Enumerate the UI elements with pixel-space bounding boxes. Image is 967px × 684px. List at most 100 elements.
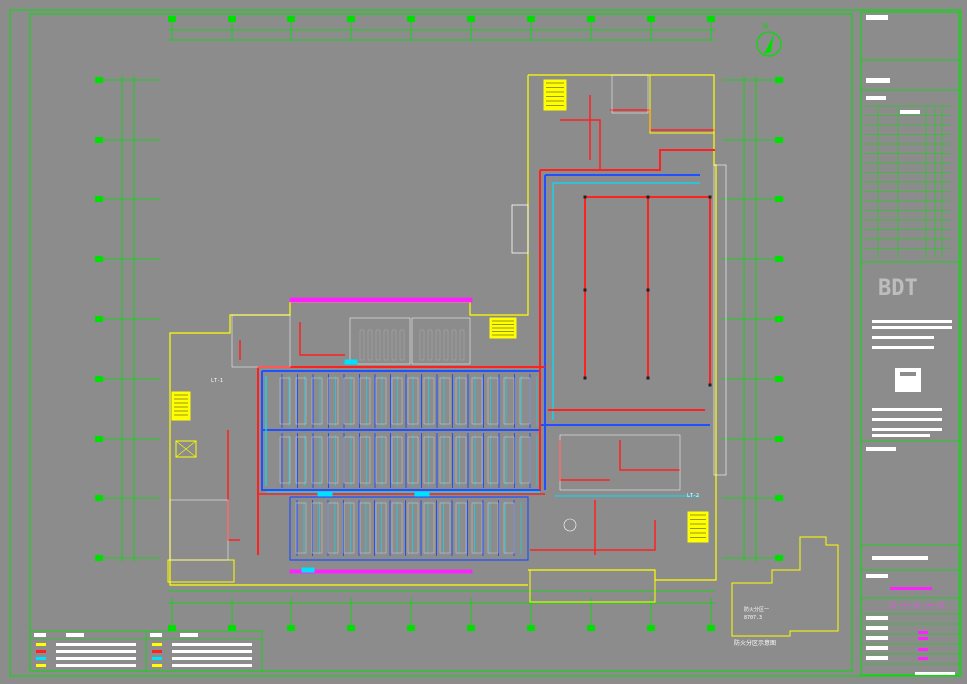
canopy-south xyxy=(289,569,473,574)
valve-icon xyxy=(317,491,333,497)
pipe-network xyxy=(227,95,715,561)
desk-row xyxy=(423,377,435,425)
axis-bubble-top xyxy=(647,16,655,22)
tb-seal xyxy=(895,368,921,392)
keyplan-caption: 防火分区示意图 xyxy=(734,639,776,647)
tb-cell-text xyxy=(866,626,888,630)
tb-text-bar xyxy=(872,320,952,323)
legend-table xyxy=(29,630,263,672)
desk-row xyxy=(487,377,499,425)
desk-row xyxy=(487,436,499,484)
legend-header-text xyxy=(66,633,84,637)
tb-heading-bar xyxy=(866,15,888,20)
sprinkler-head-icon xyxy=(646,195,650,199)
room-northeast xyxy=(649,74,715,134)
tb-text-bar xyxy=(872,418,942,421)
desk-row xyxy=(295,502,307,554)
desk-row xyxy=(375,502,387,554)
equipment-icon xyxy=(563,518,577,532)
desk-row xyxy=(295,377,307,425)
sprinkler-head-icon xyxy=(646,376,650,380)
desk-row xyxy=(407,502,419,554)
axis-bubble-top xyxy=(287,16,295,22)
red-south-annex xyxy=(530,520,656,551)
desk-row xyxy=(423,502,435,554)
desk-row xyxy=(407,436,419,484)
desk-row xyxy=(279,377,291,425)
axis-bubble-top xyxy=(347,16,355,22)
tb-heading-bar xyxy=(866,96,886,100)
desk-row xyxy=(455,436,467,484)
legend-header-text xyxy=(180,633,198,637)
building-walls xyxy=(167,74,727,603)
desk-row xyxy=(439,436,451,484)
room-north xyxy=(611,74,649,114)
stair-label-right: LT-2 xyxy=(687,493,699,499)
room-fixture xyxy=(435,329,441,361)
axis-bubble-right xyxy=(775,495,783,501)
desk-row xyxy=(407,377,419,425)
legend-symbol-icon xyxy=(152,664,162,667)
desk-row xyxy=(455,377,467,425)
room-fixture xyxy=(427,329,433,361)
legend-text xyxy=(56,650,136,653)
valve-icon xyxy=(414,492,430,497)
tb-heading-bar xyxy=(866,574,888,578)
tb-heading-bar xyxy=(866,78,890,83)
desk-row xyxy=(359,377,371,425)
legend-header-text xyxy=(34,633,46,637)
room-fixture xyxy=(359,329,365,361)
title-block-frame xyxy=(860,11,960,676)
desk-row xyxy=(455,502,467,554)
axis-bubble-left xyxy=(95,555,103,561)
tb-heading-bar xyxy=(872,556,928,560)
desk-row xyxy=(519,436,531,484)
legend-symbol-icon xyxy=(36,650,46,653)
room-fixture xyxy=(383,329,389,361)
valve-icon xyxy=(301,567,315,573)
tb-text-bar xyxy=(872,336,934,339)
room-fixture xyxy=(443,329,449,361)
tb-magenta-bar xyxy=(890,587,932,590)
desk-row xyxy=(503,377,515,425)
axis-bubble-bottom xyxy=(228,625,236,631)
axis-bubble-bottom xyxy=(587,625,595,631)
axis-bubble-bottom xyxy=(407,625,415,631)
axis-bubble-top xyxy=(467,16,475,22)
axis-bubble-right xyxy=(775,555,783,561)
desk-row xyxy=(343,502,355,554)
desk-row xyxy=(375,436,387,484)
desk-row xyxy=(503,436,515,484)
legend-symbol-icon xyxy=(152,657,162,660)
axis-bubble-left xyxy=(95,256,103,262)
axis-bubble-top xyxy=(587,16,595,22)
tb-magenta-cell xyxy=(918,631,928,634)
svg-text:N: N xyxy=(763,22,767,30)
key-plan: 防火分区一 8707.3 防火分区示意图 xyxy=(731,536,839,647)
legend-text xyxy=(172,664,252,667)
axis-bubble-top xyxy=(707,16,715,22)
tb-text-bar xyxy=(872,346,934,349)
legend-symbol-icon xyxy=(36,643,46,646)
desk-row xyxy=(423,436,435,484)
desk-row xyxy=(327,502,339,554)
axis-bubble-left xyxy=(95,137,103,143)
desk-row xyxy=(439,377,451,425)
legend-symbol-icon xyxy=(152,650,162,653)
axis-bubble-right xyxy=(775,256,783,262)
tb-text-bar xyxy=(872,434,930,437)
tb-cell-text xyxy=(900,110,920,114)
desk-row xyxy=(295,436,307,484)
axis-bubble-left xyxy=(95,376,103,382)
legend-text xyxy=(172,650,252,653)
desk-row xyxy=(439,502,451,554)
axis-bubble-bottom xyxy=(287,625,295,631)
axis-bubble-top xyxy=(407,16,415,22)
room-n2 xyxy=(411,317,471,365)
legend-text xyxy=(56,664,136,667)
legend-text xyxy=(56,643,136,646)
axis-bubble-left xyxy=(95,495,103,501)
desk-row xyxy=(391,377,403,425)
tb-seal-inner xyxy=(900,372,916,376)
